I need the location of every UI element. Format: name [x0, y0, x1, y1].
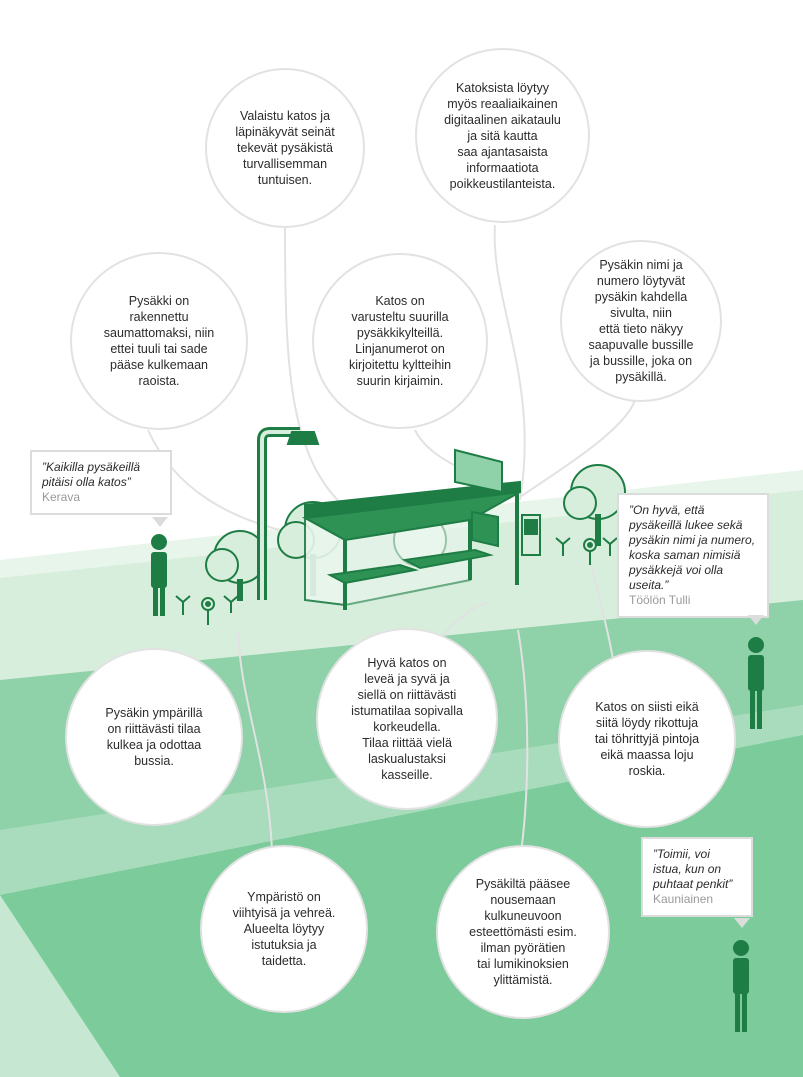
bubble-seamless-shelter: Pysäkki on rakennettu saumattomaksi, nii… [70, 252, 248, 430]
bubble-environment: Ympäristö on viihtyisä ja vehreä. Alueel… [200, 845, 368, 1013]
quote-text: ”On hyvä, että pysäkeillä lukee sekä pys… [629, 503, 756, 592]
bubble-seating: Hyvä katos on leveä ja syvä ja siellä on… [316, 628, 498, 810]
bubble-realtime-timetable: Katoksista löytyy myös reaaliaikainen di… [415, 48, 590, 223]
quote-kerava: ”Kaikilla pysäkeillä pitäisi olla katos”… [30, 450, 172, 515]
quote-kauniainen: ”Toimii, voi istua, kun on puhtaat penki… [641, 837, 753, 917]
bubble-stop-signs: Katos on varusteltu suurilla pysäkkikylt… [312, 253, 488, 429]
bubble-space-around: Pysäkin ympärillä on riittävästi tilaa k… [65, 648, 243, 826]
quote-tail [734, 918, 750, 928]
quote-text: ”Kaikilla pysäkeillä pitäisi olla katos” [42, 460, 141, 489]
bubble-stop-name-number: Pysäkin nimi ja numero löytyvät pysäkin … [560, 240, 722, 402]
quote-source: Kerava [42, 490, 81, 504]
street-lamp [257, 427, 320, 600]
bus-shelter [301, 448, 541, 610]
quote-text: ”Toimii, voi istua, kun on puhtaat penki… [653, 847, 733, 891]
bubble-clean-shelter: Katos on siisti eikä siitä löydy rikottu… [558, 650, 736, 828]
quote-tail [748, 615, 764, 625]
ground-stripe-band [0, 735, 803, 1077]
bubble-accessibility: Pysäkiltä pääsee nousemaan kulkuneuvoon … [436, 845, 610, 1019]
people [151, 534, 764, 1032]
bubble-lit-shelter: Valaistu katos ja läpinäkyvät seinät tek… [205, 68, 365, 228]
quote-tail [152, 517, 168, 527]
quote-toolo: ”On hyvä, että pysäkeillä lukee sekä pys… [617, 493, 769, 618]
quote-source: Kauniainen [653, 892, 714, 906]
flowers [175, 537, 618, 625]
quote-source: Töölön Tulli [629, 593, 691, 607]
ground-pale-corner [0, 895, 120, 1077]
